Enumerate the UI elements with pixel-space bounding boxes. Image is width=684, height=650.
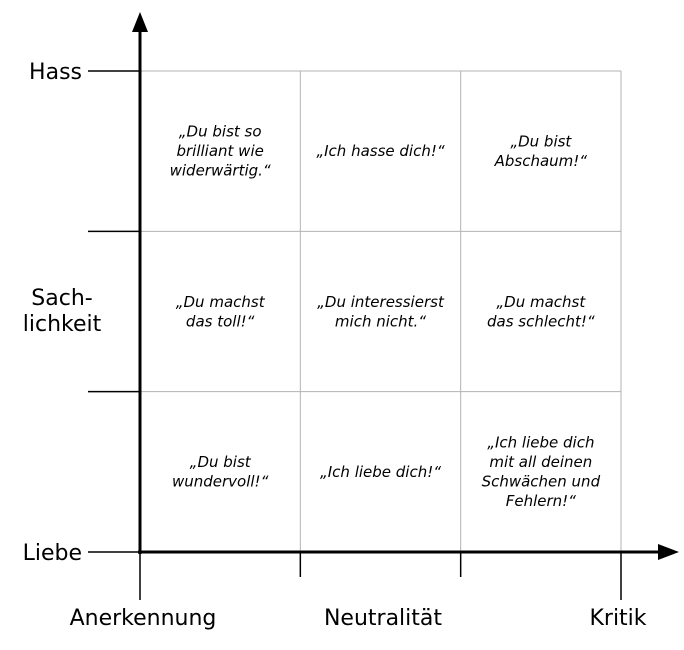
quadrant-quote-text: „Ich liebe dich!“ bbox=[320, 463, 441, 481]
quadrant-quote-text: „Du bist so bbox=[179, 123, 262, 141]
quadrant-quote-text: brilliant wie bbox=[176, 142, 263, 160]
y-axis-label: lichkeit bbox=[23, 312, 102, 337]
quadrant-quote-text: das toll!“ bbox=[186, 312, 255, 330]
x-axis-label: Kritik bbox=[589, 606, 646, 631]
quadrant-quote-text: mit all deinen bbox=[489, 453, 592, 471]
quadrant-quote-text: Fehlern!“ bbox=[506, 492, 576, 510]
y-axis-label: Liebe bbox=[23, 541, 82, 566]
quadrant-quote-text: „Du interessierst bbox=[317, 293, 445, 311]
quadrant-quote-text: „Du bist bbox=[190, 453, 252, 471]
quadrant-quote-text: „Ich hasse dich!“ bbox=[316, 142, 444, 160]
quadrant-quote-text: mich nicht.“ bbox=[335, 312, 426, 330]
quadrant-quote-text: „Du machst bbox=[176, 293, 266, 311]
x-axis-label: Anerkennung bbox=[70, 606, 217, 631]
y-axis-label: Hass bbox=[29, 60, 82, 85]
y-axis-label: Sach- bbox=[31, 286, 92, 311]
quadrant-quote-text: Abschaum!“ bbox=[494, 152, 588, 170]
quadrant-quote-text: das schlecht!“ bbox=[487, 312, 595, 330]
quadrant-quote-text: Schwächen und bbox=[482, 473, 601, 491]
quadrant-quote-text: widerwärtig.“ bbox=[170, 162, 271, 180]
x-axis-label: Neutralität bbox=[324, 606, 442, 631]
x-axis-arrow-icon bbox=[658, 544, 679, 560]
quadrant-quote-text: „Du bist bbox=[510, 132, 572, 150]
y-axis-arrow-icon bbox=[132, 12, 148, 32]
quadrant-quote-text: „Ich liebe dich bbox=[487, 434, 594, 452]
quadrant-quote-text: „Du machst bbox=[496, 293, 586, 311]
quadrant-quote-text: wundervoll!“ bbox=[172, 473, 269, 491]
